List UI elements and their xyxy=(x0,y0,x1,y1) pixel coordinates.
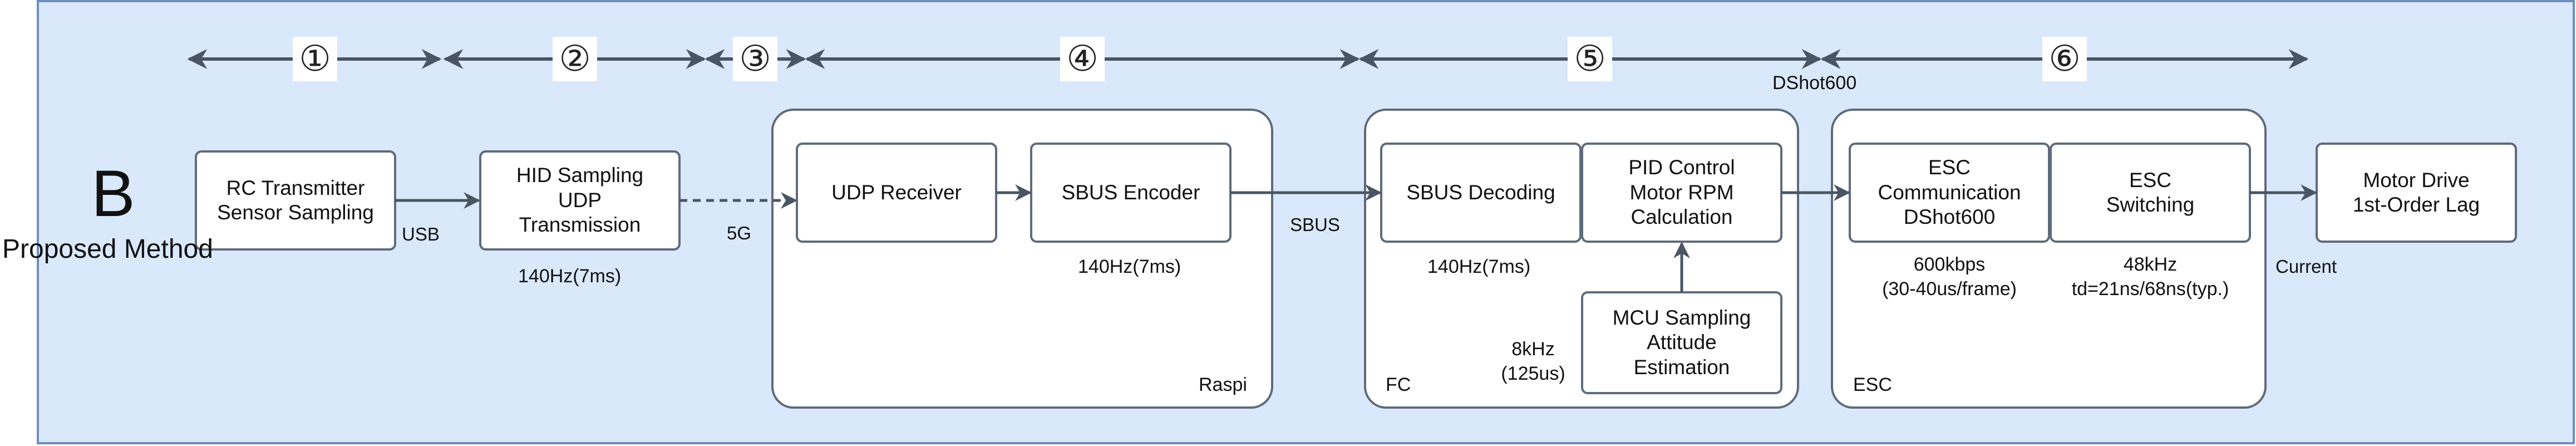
step-number-1: ① xyxy=(293,37,337,81)
rc-box-label: RC Transmitter Sensor Sampling xyxy=(217,176,374,224)
mcu-rate: 8kHz (125us) xyxy=(1501,339,1565,385)
pid-label: PID Control Motor RPM Calculation xyxy=(1628,156,1735,229)
esc-group-label: ESC xyxy=(1853,374,1892,395)
section-title: Proposed Method xyxy=(2,234,213,264)
udp-box-label: UDP Receiver xyxy=(831,180,962,204)
step-number-6: ⑥ xyxy=(2042,37,2087,81)
step-number-4: ④ xyxy=(1060,37,1105,81)
usb-label: USB xyxy=(402,224,440,244)
esc-comm-label: ESC Communication DShot600 xyxy=(1878,156,2021,229)
step-number-5: ⑤ xyxy=(1568,37,1612,81)
sbus-decoding-rate: 140Hz(7ms) xyxy=(1427,256,1531,277)
step-number-3: ③ xyxy=(733,37,777,81)
fiveg-label: 5G xyxy=(727,223,752,243)
current-label: Current xyxy=(2275,256,2337,277)
dshot-label: DShot600 xyxy=(1772,72,1857,94)
sbus-encoder-rate: 140Hz(7ms) xyxy=(1078,256,1181,277)
hid-box-label: HID Sampling UDP Transmission xyxy=(516,164,644,237)
esc-comm-rate: 600kbps (30-40us/frame) xyxy=(1882,254,2017,300)
section-letter: B xyxy=(91,157,135,231)
esc-switching-rate: 48kHz td=21ns/68ns(typ.) xyxy=(2071,254,2229,300)
mcu-label: MCU Sampling Attitude Estimation xyxy=(1612,306,1751,379)
sbus-label: SBUS xyxy=(1290,214,1340,235)
esc-switching-label: ESC Switching xyxy=(2106,168,2195,216)
motor-label: Motor Drive 1st-Order Lag xyxy=(2352,168,2480,216)
step-number-2: ② xyxy=(553,37,597,81)
fc-group-label: FC xyxy=(1386,374,1411,395)
raspi-group-label: Raspi xyxy=(1199,374,1247,395)
sbus-encoder-label: SBUS Encoder xyxy=(1061,180,1200,204)
hid-rate: 140Hz(7ms) xyxy=(518,266,622,287)
sbus-decoding-label: SBUS Decoding xyxy=(1406,180,1555,204)
